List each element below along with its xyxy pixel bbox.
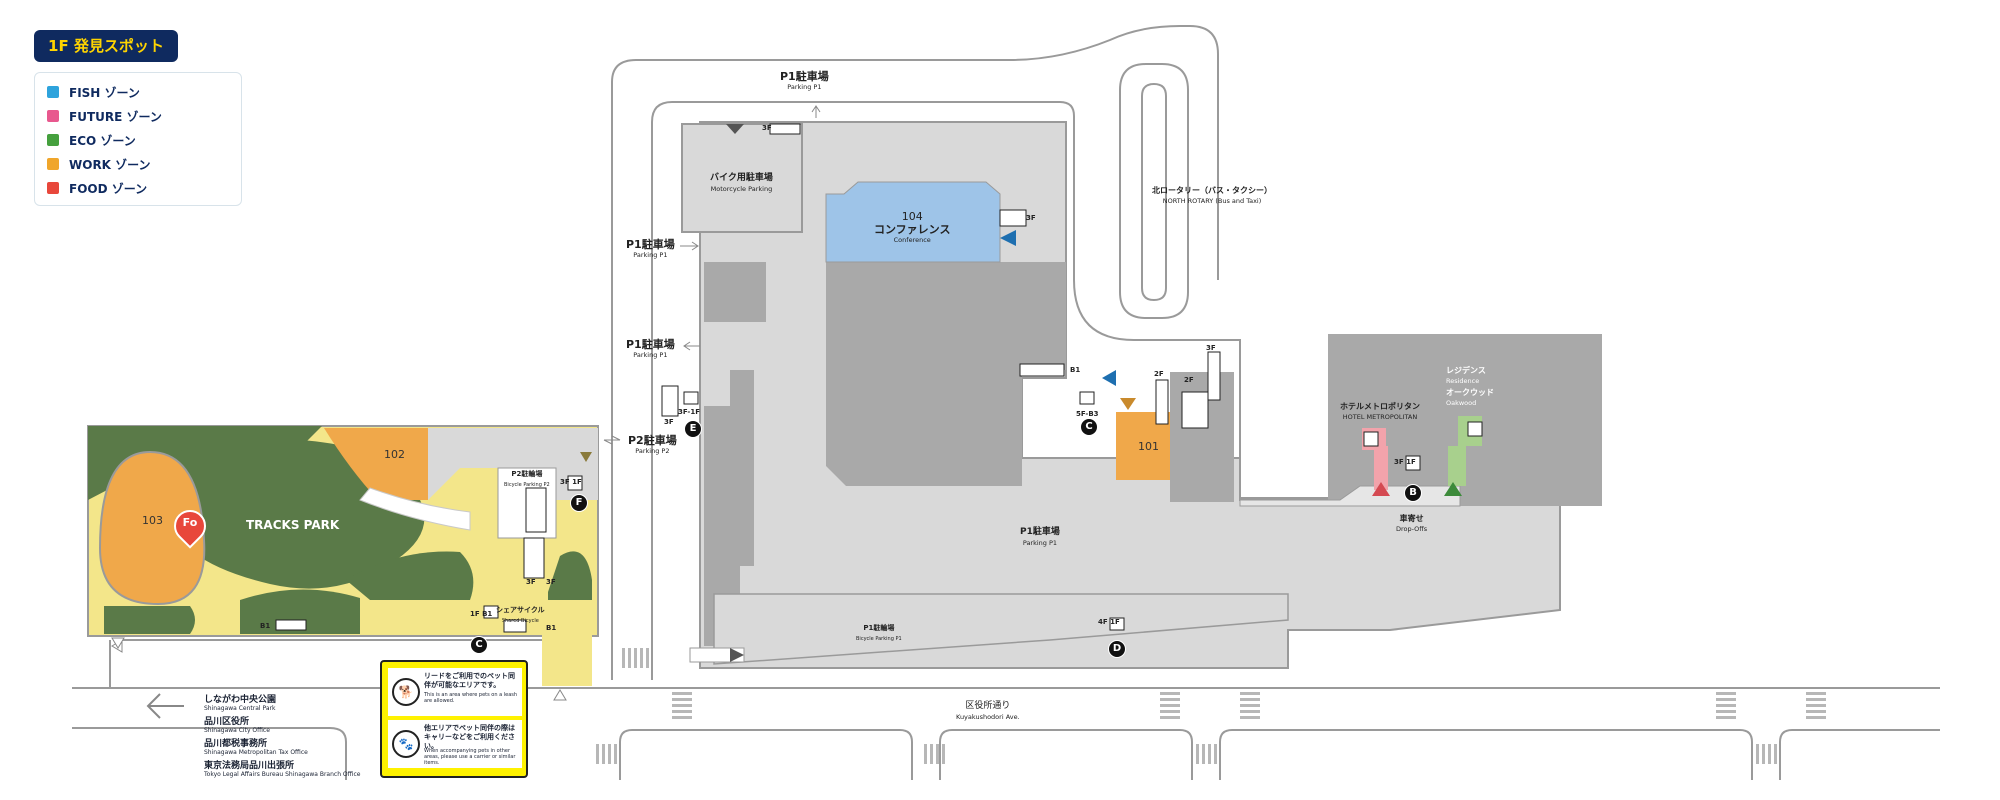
marker-c-building[interactable]: C bbox=[1080, 418, 1098, 436]
fish-zone-swatch bbox=[47, 86, 59, 98]
floor-tag-2f-b: 2F bbox=[1184, 376, 1194, 384]
pointer-arrows bbox=[603, 105, 821, 445]
floor-tag-b1-park: B1 bbox=[260, 622, 271, 630]
zone-legend: FISH ゾーン FUTURE ゾーン ECO ゾーン WORK ゾーン FOO… bbox=[34, 72, 242, 206]
crosswalks bbox=[596, 648, 1826, 764]
legend-item-work: WORK ゾーン bbox=[47, 155, 151, 175]
legend-item-fish: FISH ゾーン bbox=[47, 83, 140, 103]
label-north-rotary[interactable]: 北ロータリー（バス・タクシー）NORTH ROTARY (Bus and Tax… bbox=[1152, 186, 1272, 205]
floor-tag-3f-c: 3F bbox=[1206, 344, 1216, 352]
legend-item-future: FUTURE ゾーン bbox=[47, 107, 162, 127]
floor-tag-b1-g: B1 bbox=[546, 624, 557, 632]
work-zone-swatch bbox=[47, 158, 59, 170]
dog-leash-icon: 🐕 bbox=[392, 678, 420, 706]
marker-b[interactable]: B bbox=[1404, 484, 1422, 502]
marker-f[interactable]: F bbox=[570, 494, 588, 512]
marker-e[interactable]: E bbox=[684, 420, 702, 438]
room-101[interactable]: 101 bbox=[1138, 440, 1159, 453]
pet-notice: 🐕 リードをご利用でのペット同伴が可能なエリアです。 This is an ar… bbox=[380, 660, 528, 778]
floor-tag-b1-mid: B1 bbox=[1070, 366, 1081, 374]
pet-carrier-icon: 🐾 bbox=[392, 730, 420, 758]
floor-tag-3f-1f-e: 3F-1F bbox=[678, 408, 700, 416]
arrow-triangles bbox=[111, 124, 1462, 701]
legend-item-food: FOOD ゾーン bbox=[47, 179, 147, 199]
pet-notice-carrier: 🐾 他エリアでペット同伴の際はキャリーなどをご利用ください。 When acco… bbox=[388, 720, 522, 768]
road-outlines bbox=[72, 25, 1940, 780]
future-zone-swatch bbox=[47, 110, 59, 122]
floor-tag-3f-e: 3F bbox=[664, 418, 674, 426]
floor-tag-3f-1f-b: 3F 1F bbox=[1394, 458, 1416, 466]
floor-tag-1f-b1: 1F B1 bbox=[470, 610, 493, 618]
stair-icons bbox=[275, 123, 1221, 633]
tracks-park-area bbox=[87, 425, 599, 686]
floor-tag-3f-y: 3F bbox=[546, 578, 556, 586]
eco-zone-swatch bbox=[47, 134, 59, 146]
food-pin-label: Fo bbox=[182, 516, 198, 529]
floor-badge: 1F 発見スポット bbox=[34, 30, 178, 62]
marker-d[interactable]: D bbox=[1108, 640, 1126, 658]
tracks-park-label: TRACKS PARK bbox=[246, 518, 340, 532]
marker-c-park[interactable]: C bbox=[470, 636, 488, 654]
elevator-icons bbox=[483, 391, 1483, 631]
floor-tag-3f-conference: 3F bbox=[1026, 214, 1036, 222]
floor-tag-3f-top: 3F bbox=[762, 124, 772, 132]
food-zone-swatch bbox=[47, 182, 59, 194]
legend-item-eco: ECO ゾーン bbox=[47, 131, 136, 151]
room-103[interactable]: 103 bbox=[142, 514, 163, 527]
floor-tag-2f-a: 2F bbox=[1154, 370, 1164, 378]
hotel-residence-block bbox=[1239, 334, 1602, 507]
north-rotary-loop bbox=[1119, 63, 1189, 319]
room-102[interactable]: 102 bbox=[384, 448, 405, 461]
floor-tag-3f-1f-f: 3F 1F bbox=[560, 478, 582, 486]
floor-tag-5f-b3: 5F-B3 bbox=[1076, 410, 1099, 418]
floor-tag-4f-1f: 4F 1F bbox=[1098, 618, 1120, 626]
pet-notice-leash: 🐕 リードをご利用でのペット同伴が可能なエリアです。 This is an ar… bbox=[388, 668, 522, 716]
main-building bbox=[681, 121, 1561, 669]
left-arrow-icon bbox=[146, 693, 184, 719]
floor-tag-3f-x: 3F bbox=[526, 578, 536, 586]
